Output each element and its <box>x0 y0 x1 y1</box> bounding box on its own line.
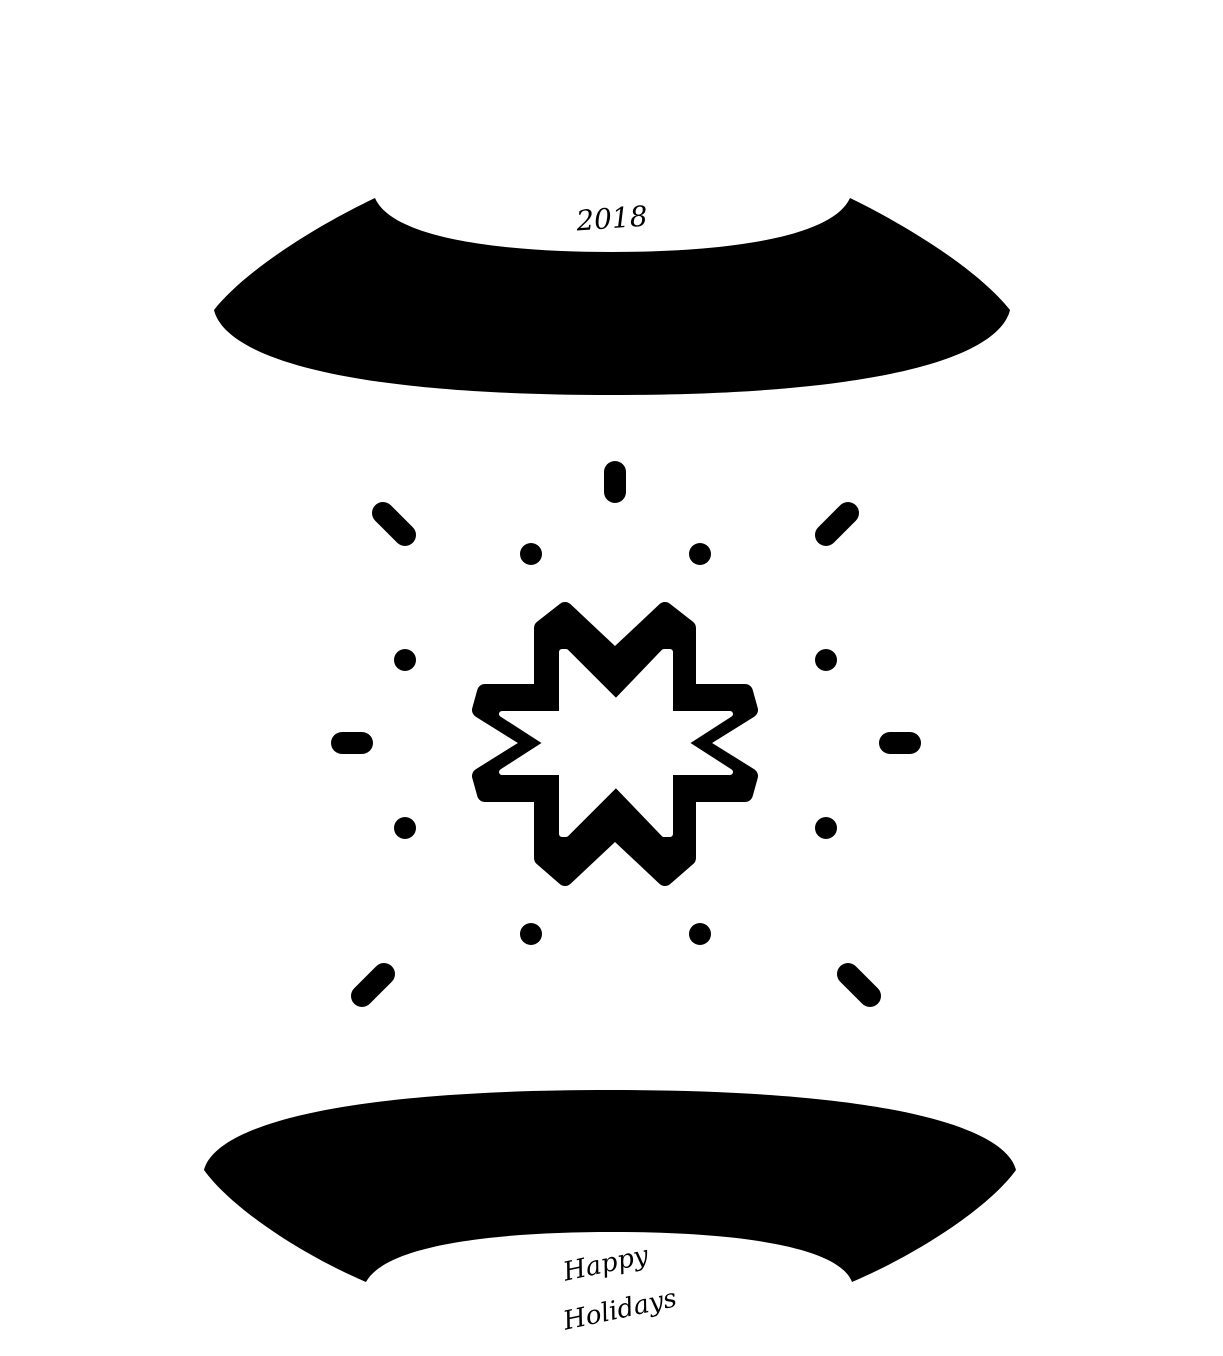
dot <box>520 923 542 945</box>
sparkle-rays <box>331 461 921 1007</box>
eight-point-star-icon <box>472 602 758 886</box>
dot <box>394 649 416 671</box>
dot <box>394 817 416 839</box>
ray-bottom-right <box>837 963 881 1007</box>
sparkle-dots <box>394 543 837 945</box>
ray-top-right <box>815 502 859 546</box>
ornament-bottom-cap <box>204 1090 1016 1282</box>
greeting-line-1: Happy <box>560 1240 652 1288</box>
dot <box>689 543 711 565</box>
ornament-top-cap <box>214 198 1010 395</box>
dot <box>815 649 837 671</box>
dot <box>815 817 837 839</box>
dot <box>520 543 542 565</box>
ray-top-left <box>372 502 416 546</box>
year-label: 2018 <box>574 200 648 238</box>
greeting-line-2: Holidays <box>560 1283 680 1336</box>
ray-bottom-left <box>351 963 395 1007</box>
dot <box>689 923 711 945</box>
